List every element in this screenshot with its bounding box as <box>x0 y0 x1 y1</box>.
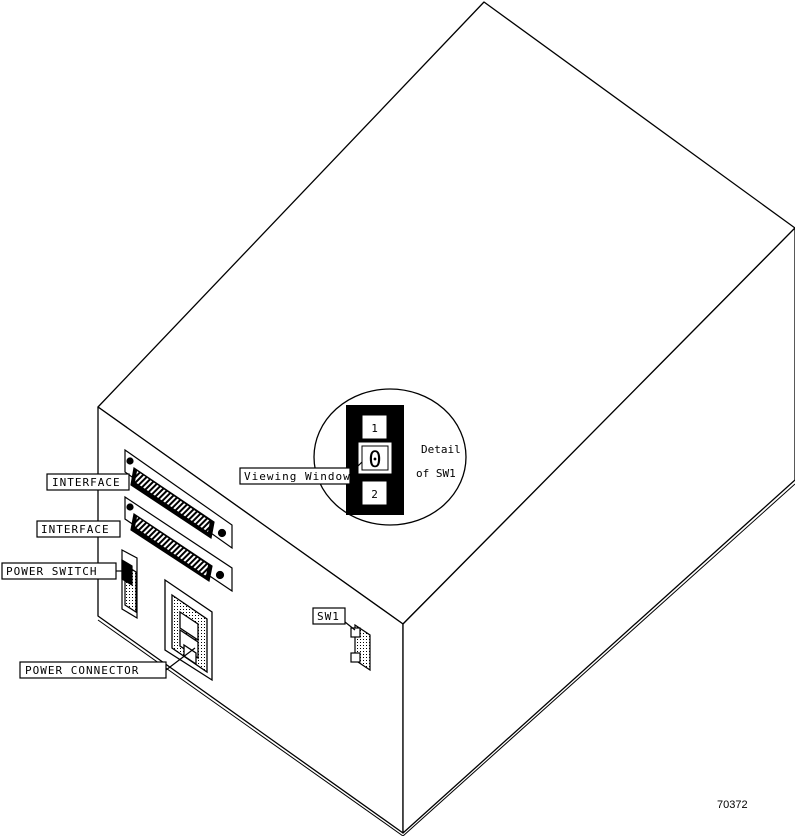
interface-connector-top <box>124 448 233 550</box>
callout-power-switch-label: POWER SWITCH <box>6 565 97 578</box>
figure-number: 70372 <box>717 799 748 811</box>
callout-sw1-label: SW1 <box>317 610 340 623</box>
detail-position-top: 1 <box>371 422 378 435</box>
detail-position-bottom: 2 <box>371 488 378 501</box>
callout-interface-bottom-label: INTERFACE <box>41 523 110 536</box>
detail-position-current: 0 <box>368 448 381 473</box>
power-connector <box>164 578 213 682</box>
detail-title-line2: of SW1 <box>416 467 456 480</box>
callout-interface-top: INTERFACE <box>46 473 130 491</box>
callout-viewing-window-label: Viewing Window <box>244 470 351 483</box>
callout-sw1: SW1 <box>312 607 356 631</box>
box-base-edge <box>97 483 795 836</box>
callout-interface-bottom: INTERFACE <box>36 520 121 538</box>
box-side-face <box>402 227 795 834</box>
power-switch[interactable] <box>121 549 138 620</box>
sw1-switch[interactable] <box>350 623 371 672</box>
callout-viewing-window: Viewing Window <box>239 461 363 485</box>
callout-power-connector: POWER CONNECTOR <box>19 647 196 679</box>
callout-power-connector-label: POWER CONNECTOR <box>25 664 139 677</box>
sw1-detail: 1 0 2 Detail of SW1 <box>313 388 467 526</box>
detail-title-line1: Detail <box>421 443 461 456</box>
detail-position-bottom-box <box>361 480 388 506</box>
detail-position-top-box <box>361 414 388 440</box>
callout-power-switch: POWER SWITCH <box>1 562 124 580</box>
callout-interface-top-label: INTERFACE <box>52 476 121 489</box>
interface-connector-bottom <box>124 495 233 593</box>
